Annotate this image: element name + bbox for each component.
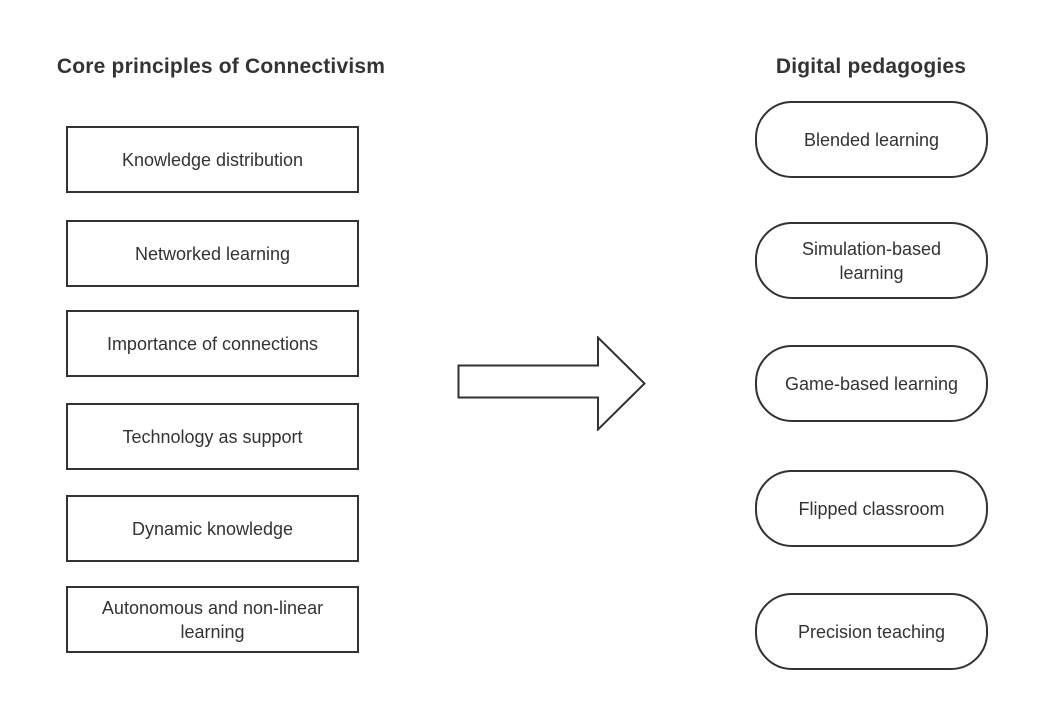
left-column-title: Core principles of Connectivism: [56, 55, 386, 78]
principle-box-dynamic-knowledge: Dynamic knowledge: [66, 495, 359, 562]
right-column-title: Digital pedagogies: [775, 55, 967, 78]
pedagogy-pill-simulation-based-learning: Simulation-based learning: [755, 222, 988, 299]
pedagogy-pill-game-based-learning: Game-based learning: [755, 345, 988, 422]
principle-box-knowledge-distribution: Knowledge distribution: [66, 126, 359, 193]
principle-box-autonomous-nonlinear-learning: Autonomous and non-linear learning: [66, 586, 359, 653]
principle-box-technology-as-support: Technology as support: [66, 403, 359, 470]
pedagogy-pill-flipped-classroom: Flipped classroom: [755, 470, 988, 547]
pedagogy-pill-precision-teaching: Precision teaching: [755, 593, 988, 670]
pedagogy-pill-blended-learning: Blended learning: [755, 101, 988, 178]
principle-box-importance-of-connections: Importance of connections: [66, 310, 359, 377]
right-block-arrow-icon: [457, 335, 647, 432]
principle-box-networked-learning: Networked learning: [66, 220, 359, 287]
